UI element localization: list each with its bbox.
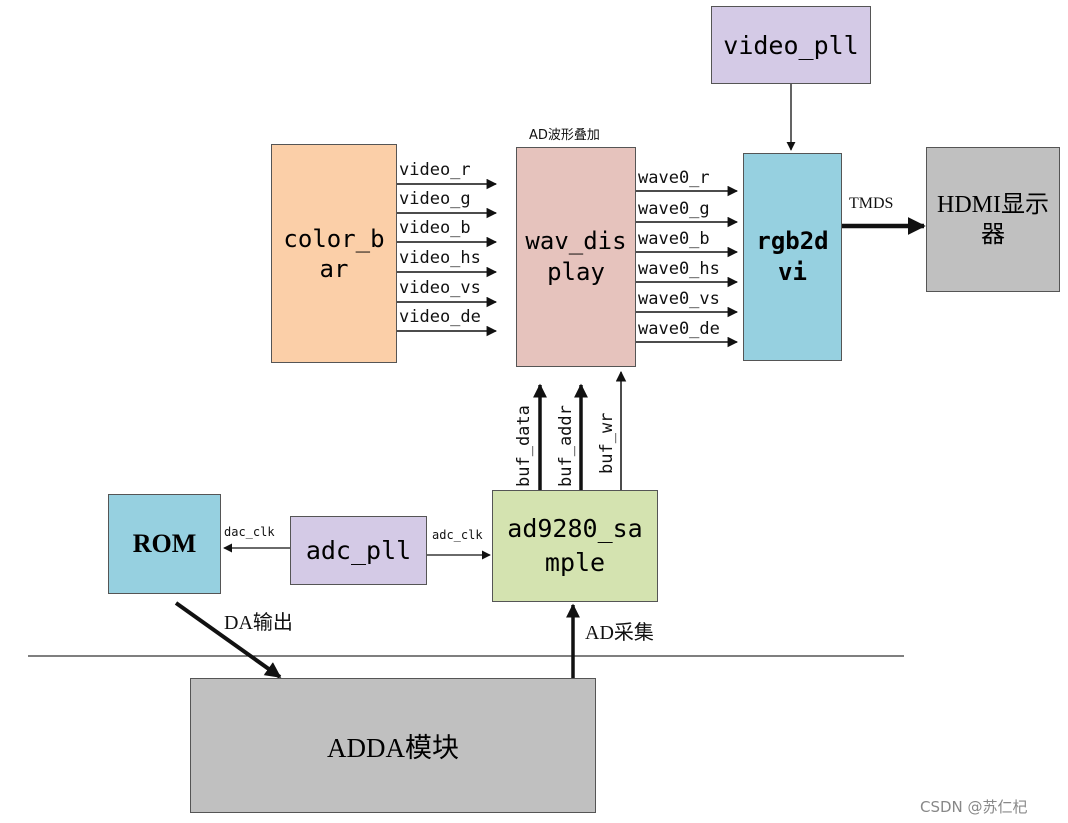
signal-adc-clk: adc_clk	[432, 528, 483, 542]
adc-pll-block: adc_pll	[290, 516, 427, 585]
wave0-bus-arrows	[636, 185, 739, 348]
signal-video-de: video_de	[399, 307, 481, 327]
signal-video-b: video_b	[399, 218, 471, 238]
hdmi-display-label: HDMI显示 器	[937, 191, 1049, 248]
signal-video-hs: video_hs	[399, 248, 481, 268]
signal-wave0-vs: wave0_vs	[638, 289, 720, 309]
signal-ad-in: AD采集	[585, 622, 654, 644]
color-bar-block: color_b ar	[271, 144, 397, 363]
wav-display-caption: AD波形叠加	[529, 128, 600, 143]
video-pll-block: video_pll	[711, 6, 871, 84]
video-pll-label: video_pll	[723, 30, 859, 60]
ad9280-sample-label: ad9280_sa mple	[507, 514, 643, 577]
signal-buf-data: buf_data	[514, 405, 534, 487]
buf-bus-arrows	[533, 370, 627, 490]
signal-video-r: video_r	[399, 160, 471, 180]
signal-video-vs: video_vs	[399, 278, 481, 298]
arrow-da-out	[174, 601, 282, 679]
signal-video-g: video_g	[399, 189, 471, 209]
rgb2dvi-block: rgb2d vi	[743, 153, 842, 361]
signal-dac-clk: dac_clk	[224, 525, 275, 539]
signal-wave0-de: wave0_de	[638, 319, 720, 339]
signal-wave0-hs: wave0_hs	[638, 259, 720, 279]
video-bus-arrows	[397, 178, 498, 337]
adda-module-label: ADDA模块	[327, 733, 459, 763]
rom-label: ROM	[132, 529, 197, 558]
signal-wave0-g: wave0_g	[638, 199, 710, 219]
adda-module-block: ADDA模块	[190, 678, 596, 813]
wav-display-block: wav_dis play	[516, 147, 636, 367]
signal-da-out: DA输出	[224, 612, 293, 634]
color-bar-label: color_b ar	[283, 224, 385, 283]
ad9280-sample-block: ad9280_sa mple	[492, 490, 658, 602]
signal-wave0-r: wave0_r	[638, 168, 710, 188]
adc-pll-label: adc_pll	[305, 536, 412, 565]
signal-wave0-b: wave0_b	[638, 229, 710, 249]
rom-block: ROM	[108, 494, 221, 594]
hdmi-display-block: HDMI显示 器	[926, 147, 1060, 292]
rgb2dvi-label: rgb2d vi	[756, 226, 829, 286]
signal-tmds: TMDS	[849, 195, 894, 212]
wav-display-label: wav_dis play	[525, 226, 627, 286]
csdn-watermark: CSDN @苏仁杞	[920, 798, 1028, 816]
signal-buf-addr: buf_addr	[556, 405, 576, 487]
signal-buf-wr: buf_wr	[597, 412, 617, 474]
